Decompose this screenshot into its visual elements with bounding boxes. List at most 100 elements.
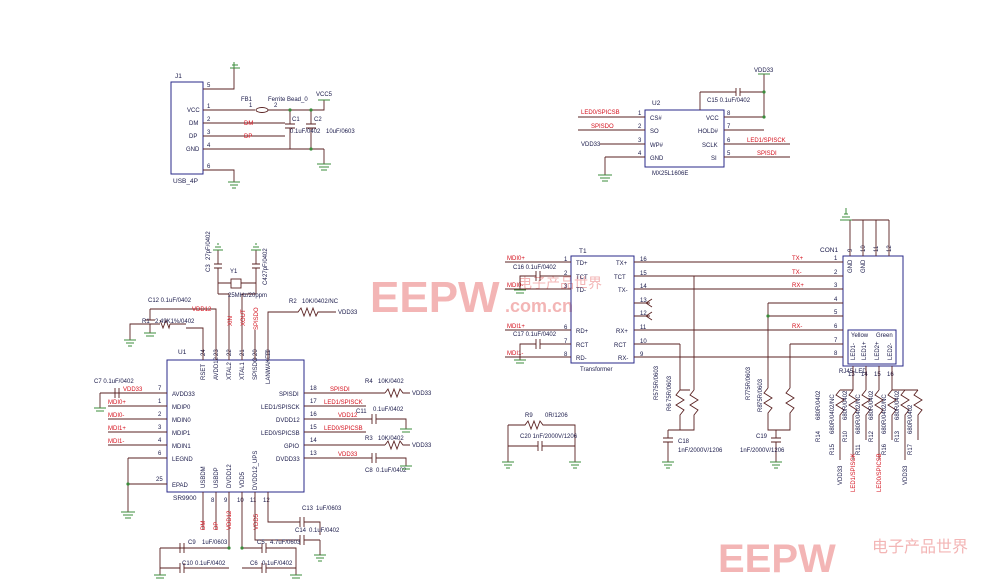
c9-value: 1uF/0603 xyxy=(202,540,228,546)
usb-connector: J1 USB_4P VCC DM DP GND 5 1 2 3 4 6 FB1 … xyxy=(170,62,355,189)
rj45-net-rxn: RX- xyxy=(792,324,802,330)
r17-value: 680R/0402 xyxy=(908,404,914,434)
usb-pinnum-4: 4 xyxy=(207,143,211,149)
xfmr-pin-rdp: RD+ xyxy=(576,329,589,335)
rj45-led-block xyxy=(847,329,897,365)
rj45-num-12: 12 xyxy=(887,245,893,252)
rj45-num-10: 10 xyxy=(861,245,867,252)
c13-value: 1uF/0603 xyxy=(316,506,342,512)
flash-body xyxy=(644,109,725,168)
c3-value: 27pF/0402 xyxy=(206,231,212,260)
phy-net-vdd12-b: VDD12 xyxy=(227,510,233,530)
phy-pin-usbdm: USBDM xyxy=(201,466,207,488)
usb-pinnum-2: 2 xyxy=(207,117,211,123)
phy-pin-spisdi: SPISDI xyxy=(279,392,299,398)
rj45-num-14: 14 xyxy=(861,372,868,378)
rj45-num-15: 15 xyxy=(874,372,881,378)
rj45-net-rxp: RX+ xyxy=(792,283,804,289)
flash-num-1: 1 xyxy=(638,111,642,117)
phy-net-xin: XIN xyxy=(228,316,234,326)
r15-value: 680R/0402/NC xyxy=(830,394,836,434)
phy-net-vdd33-r: VDD33 xyxy=(338,452,358,458)
flash-num-6: 6 xyxy=(727,138,731,144)
flash-pin-wp: WP# xyxy=(650,143,664,149)
phy-num-18: 18 xyxy=(310,386,317,392)
rj45-led1n: LED1- xyxy=(851,343,857,360)
r10-ref: R10 xyxy=(843,430,849,442)
xfmr-pin-rxp: RX+ xyxy=(616,329,628,335)
rj45-ref: CON1 xyxy=(820,247,838,254)
rj45-led2n: LED2- xyxy=(888,343,894,360)
fb1-pin1: 1 xyxy=(249,103,253,109)
xfmr-pin-rdn: RD- xyxy=(576,356,587,362)
phy-pin-spisdo: SPISDO xyxy=(253,357,259,380)
phy-bottom-pins: USBDM USBDP DVDD12 VDD5 DVDD12_UPS 8 9 1… xyxy=(201,451,270,504)
c11-ref: C11 xyxy=(356,409,367,415)
watermark-brand: EEPW xyxy=(370,273,500,322)
xfmr-pin-tdp: TD+ xyxy=(576,261,588,267)
flash-cap: C15 0.1uF/0402 xyxy=(707,98,751,104)
r13-ref: R13 xyxy=(895,430,901,442)
phy-num-17: 17 xyxy=(310,399,317,405)
xfmr-pin-tct: TCT xyxy=(576,275,588,281)
phy-pin-xtal1: XTAL1 xyxy=(240,361,246,380)
flash-pin-vcc: VCC xyxy=(706,116,719,122)
c19-ref: C19 xyxy=(756,434,768,440)
phy-num-13: 13 xyxy=(310,451,317,457)
phy-pin-epad: EPAD xyxy=(172,483,189,489)
phy-pin-mdin0: MDIN0 xyxy=(172,418,191,424)
r8-ref: R8 xyxy=(758,404,764,412)
flash-pin-hold: HOLD# xyxy=(698,129,719,135)
rj45-num-16: 16 xyxy=(887,372,894,378)
r6-value: 75R/0603 xyxy=(667,375,673,402)
phy-pin-dvdd12ups: DVDD12_UPS xyxy=(253,451,259,490)
xfmr-net-mdi1n: MDI1- xyxy=(507,351,523,357)
phy-pin-dvdd33: DVDD33 xyxy=(276,457,300,463)
flash-net-sclk: LED1/SPISCK xyxy=(747,138,786,144)
rj45-led-green: Green xyxy=(876,333,893,339)
usb-net-dp: DP xyxy=(244,134,252,140)
r13-value: 680R/0402 xyxy=(895,390,901,420)
phy-net-spisdi: SPISDI xyxy=(330,387,350,393)
xfmr-num-6: 6 xyxy=(564,325,568,331)
flash-pin-gnd: GND xyxy=(650,156,664,162)
flash-num-8: 8 xyxy=(727,111,731,117)
phy-net-vdd12-top: VDD12 xyxy=(192,307,212,313)
rj45-num-3: 3 xyxy=(834,283,838,289)
xfmr-num-3: 3 xyxy=(564,284,568,290)
fb1-ref: FB1 xyxy=(241,97,253,103)
c9-ref: C9 xyxy=(188,540,196,546)
c17-label: C17 0.1uF/0402 xyxy=(513,332,557,338)
phy-num-20: 20 xyxy=(253,349,259,356)
flash-vdd: VDD33 xyxy=(754,68,774,74)
phy-pin-dvdd12-b: DVDD12 xyxy=(227,464,233,488)
phy-num-11: 11 xyxy=(250,498,257,504)
flash-pin-cs: CS# xyxy=(650,116,662,122)
xfmr-num-14: 14 xyxy=(640,284,647,290)
rj45-num-8: 8 xyxy=(834,351,838,357)
c5-ref: C5 xyxy=(257,540,265,546)
rj45-net-txp: TX+ xyxy=(792,256,804,262)
c19-value: 1nF/2000V/1206 xyxy=(740,448,785,454)
fb1-value: Ferrite Bead_0 xyxy=(268,97,308,103)
xfmr-net-mdi1p: MDI1+ xyxy=(507,324,525,330)
watermark-bottom: EEPW 电子产品世界 xyxy=(718,537,968,581)
rj45-num-11: 11 xyxy=(874,245,880,252)
phy-num-15: 15 xyxy=(310,425,317,431)
r10-value: 680R/0402 xyxy=(843,390,849,420)
r12-value: 680R/0402 xyxy=(869,390,875,420)
r4-net: VDD33 xyxy=(412,391,432,397)
r7-ref: R7 xyxy=(746,392,752,400)
r17-ref: R17 xyxy=(908,443,914,455)
phy-num-1: 1 xyxy=(158,399,162,405)
xfmr-ref: T1 xyxy=(579,248,587,255)
phy-pin-dvdd12: DVDD12 xyxy=(276,418,300,424)
y1-crystal xyxy=(230,278,242,289)
y1-value: 25MHz/20ppm xyxy=(228,293,267,299)
phy-body xyxy=(166,359,305,493)
phy-num-7: 7 xyxy=(158,386,162,392)
c20-label: C20 1nF/2000V/1206 xyxy=(520,434,578,440)
flash-pin-si: SI xyxy=(711,156,717,162)
phy-num-23: 23 xyxy=(214,349,220,356)
